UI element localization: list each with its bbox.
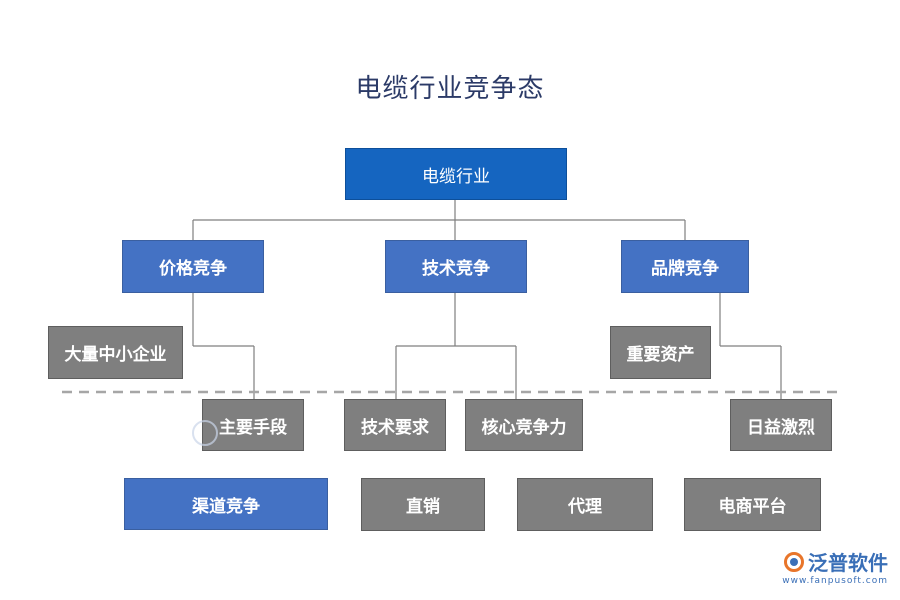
node-brand-competition: 品牌竞争 [621, 240, 749, 293]
root-node: 电缆行业 [345, 148, 567, 200]
node-agency: 代理 [517, 478, 653, 531]
node-tech-requirement: 技术要求 [344, 399, 446, 451]
logo-icon [784, 551, 804, 572]
logo-url: www.fanpusoft.com [782, 576, 888, 586]
node-ecommerce-platform: 电商平台 [684, 478, 821, 531]
node-core-competence: 核心竞争力 [465, 399, 583, 451]
node-channel-competition: 渠道竞争 [124, 478, 328, 530]
watermark-icon [192, 420, 218, 446]
node-increasingly-fierce: 日益激烈 [730, 399, 832, 451]
brand-logo: 泛普软件 www.fanpusoft.com [782, 547, 888, 586]
node-many-smes: 大量中小企业 [48, 326, 183, 379]
logo-mark: 泛普软件 [784, 547, 888, 576]
diagram-title: 电缆行业竞争态 [355, 74, 545, 104]
logo-name: 泛普软件 [808, 551, 888, 575]
node-price-competition: 价格竞争 [122, 240, 264, 293]
node-key-asset: 重要资产 [610, 326, 711, 379]
node-tech-competition: 技术竞争 [385, 240, 527, 293]
node-direct-sales: 直销 [361, 478, 485, 531]
node-main-means: 主要手段 [202, 399, 304, 451]
